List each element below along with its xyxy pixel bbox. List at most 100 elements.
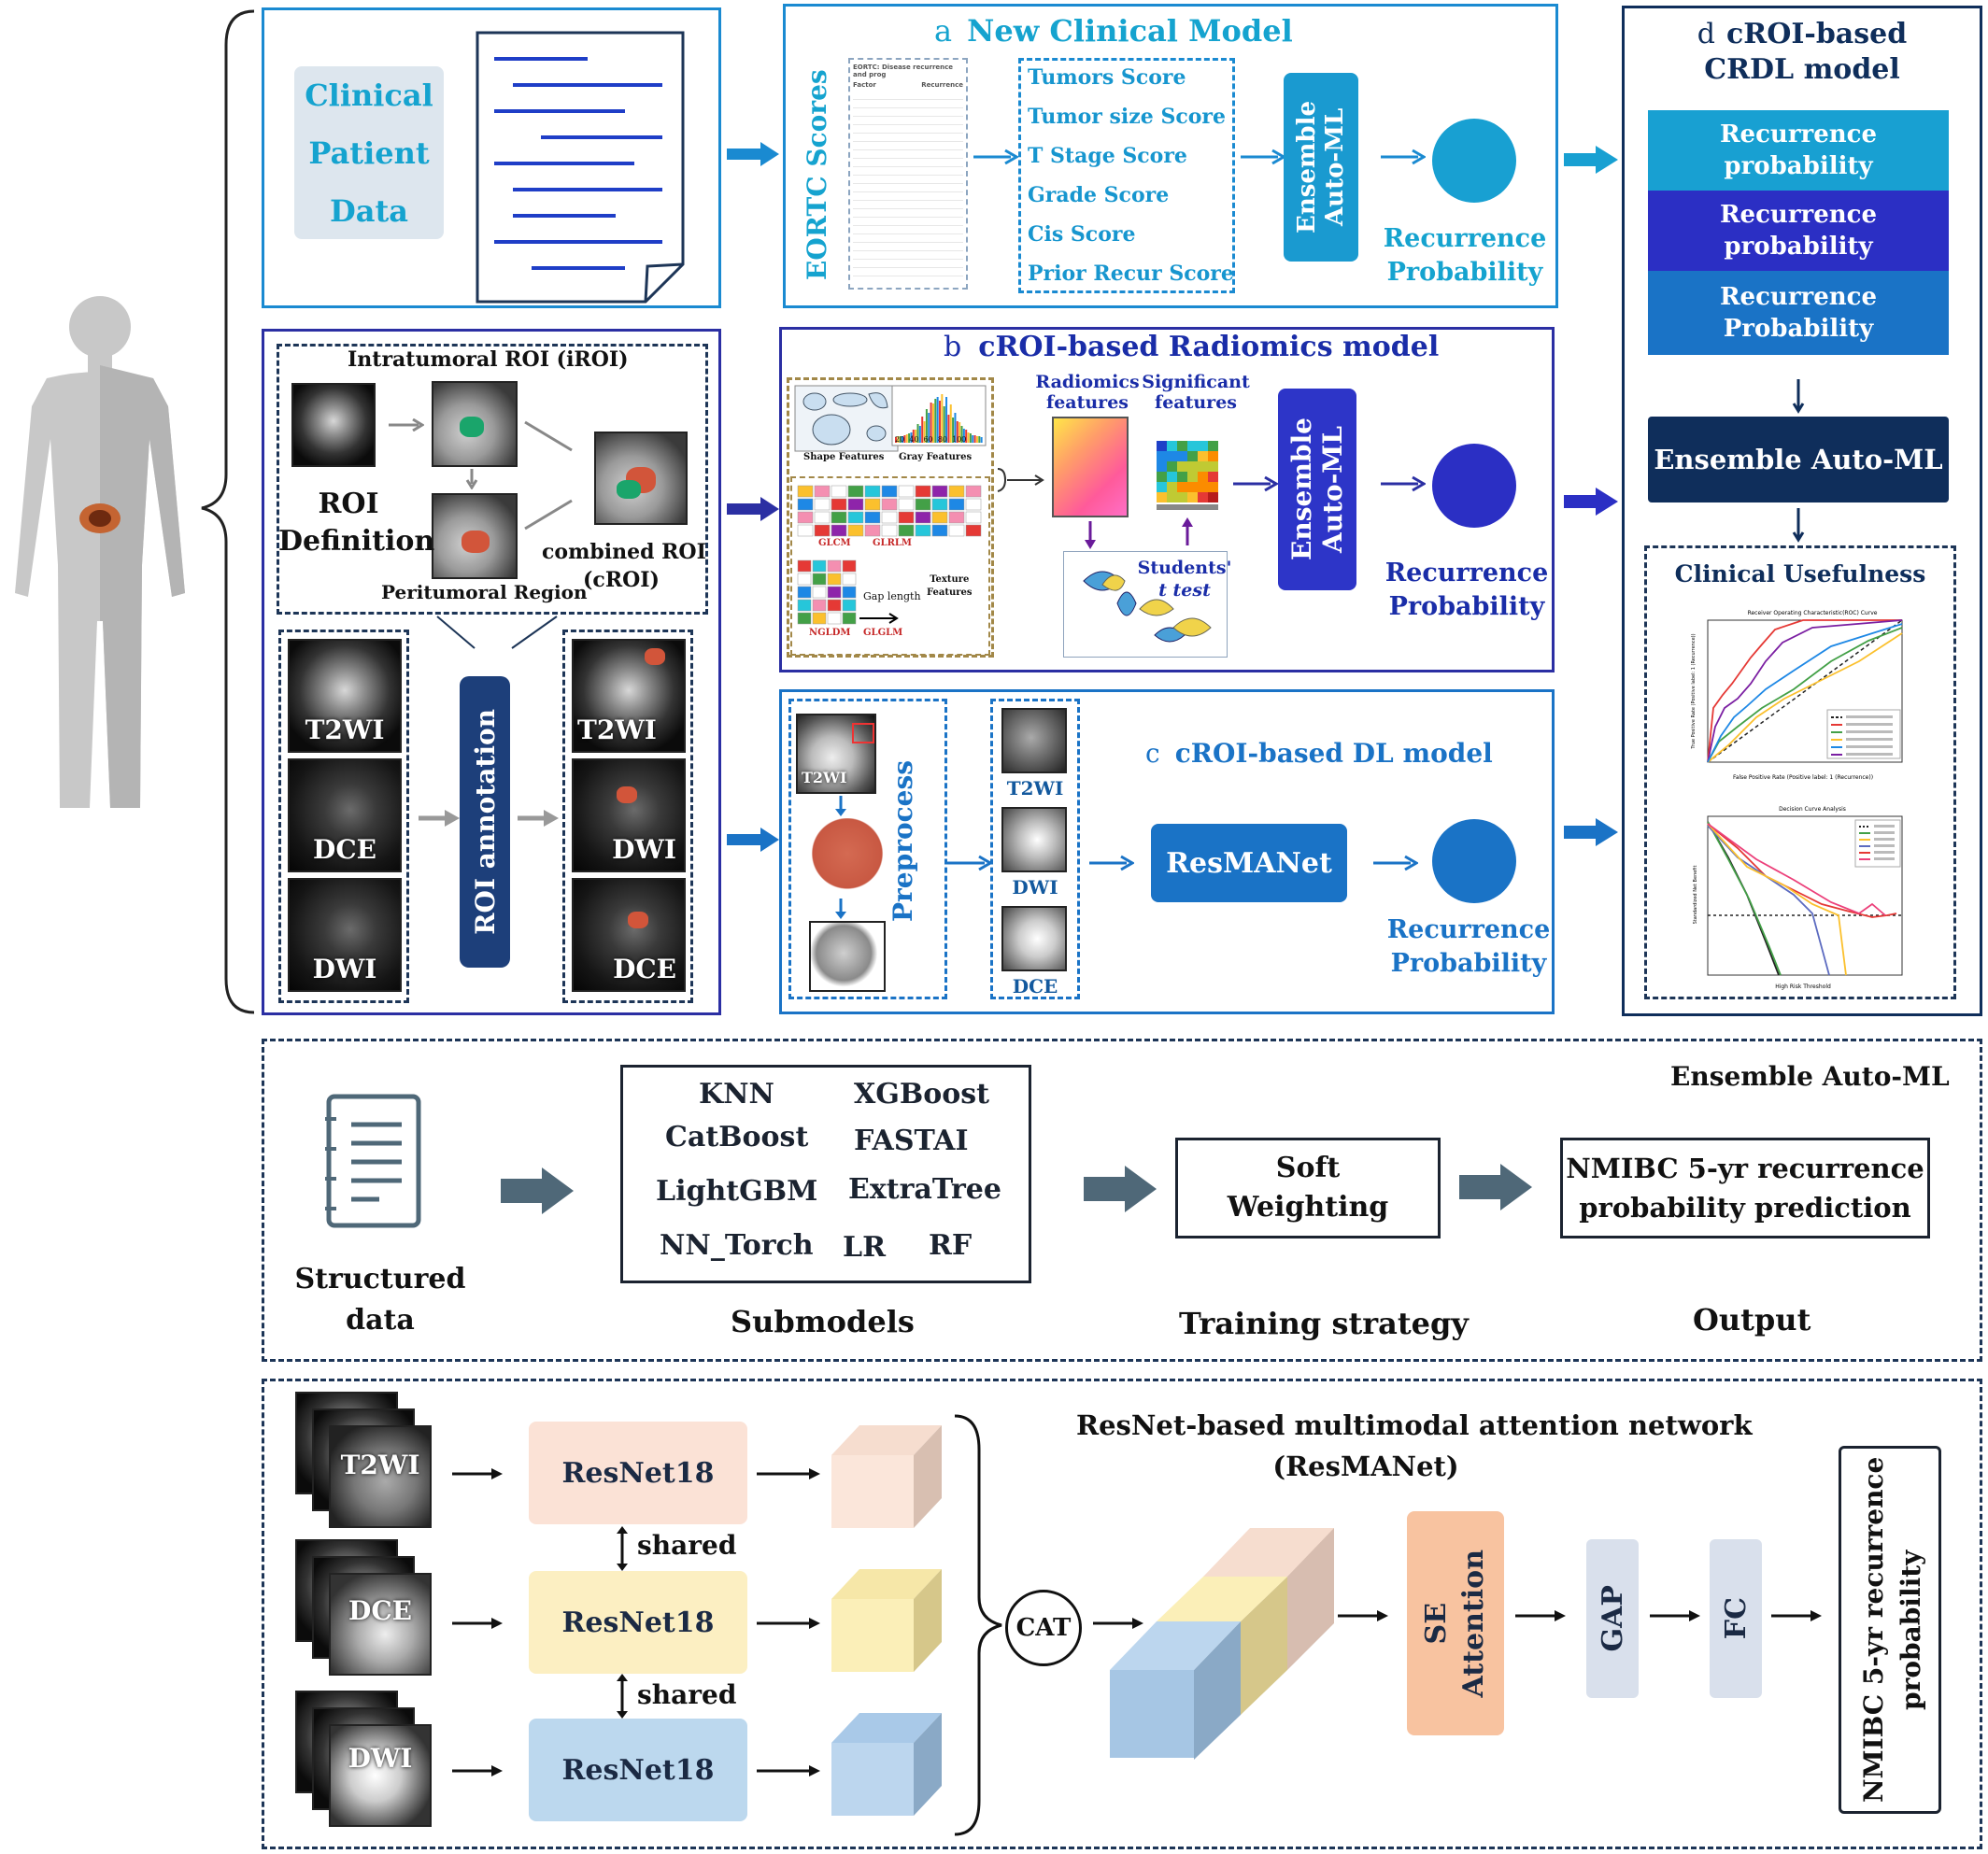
texture-cell: [965, 498, 982, 511]
texture-cell: [831, 511, 847, 524]
human-body-icon: [15, 296, 185, 808]
submodel-item: RF: [929, 1229, 973, 1262]
mri-image: DCE: [572, 878, 686, 992]
texture-cell: [931, 498, 948, 511]
eortc-scores-label: EORTC Scores: [802, 69, 832, 280]
texture-cell: [965, 485, 982, 498]
histogram-bar: [967, 432, 970, 443]
feature-cuboid-dwi: [831, 1713, 942, 1816]
mri-image: DWI: [572, 758, 686, 872]
texture-cell: [881, 485, 898, 498]
iroi-zoom-image: [432, 381, 518, 467]
heatmap-cell: [1177, 451, 1187, 461]
histogram-bar: [969, 433, 972, 443]
arrow-right-icon: [1564, 488, 1618, 516]
dce-crop-image: [1001, 906, 1067, 971]
heatmap-cell: [1157, 492, 1167, 502]
arrow-up-icon: [1182, 517, 1193, 545]
submodel-item: NN_Torch: [660, 1229, 814, 1262]
histogram-bar: [965, 430, 968, 443]
arrow-right-icon: [452, 1468, 503, 1479]
resnet18-block-dwi: ResNet18: [529, 1719, 747, 1821]
texture-cell: [797, 498, 814, 511]
peritumoral-label: Peritumoral Region: [381, 581, 588, 603]
histogram-bar: [947, 415, 950, 443]
heatmap-cell: [1208, 482, 1218, 492]
texture-cell: [842, 612, 857, 625]
heatmap-cell: [1187, 441, 1198, 451]
arrow-right-icon: [1564, 818, 1618, 846]
heatmap-cell: [1177, 472, 1187, 482]
arrow-right-icon: [1459, 1164, 1532, 1210]
heatmap-cell: [1157, 482, 1167, 492]
histogram-bar: [958, 422, 961, 443]
t2wi-preprocess-image: T2WI: [796, 714, 876, 794]
heatmap-cell: [1208, 472, 1218, 482]
arrow-right-icon: [1089, 855, 1134, 871]
texture-cell: [898, 524, 915, 537]
heatmap-cell: [1167, 441, 1177, 451]
shared-label: shared: [637, 1530, 737, 1561]
iroi-raw-image: [291, 383, 376, 467]
heatmap-cell: [1167, 472, 1177, 482]
heatmap-cell: [1177, 492, 1187, 502]
roc-ylabel: True Positive Rate (Positive label: 1 (R…: [1691, 633, 1697, 749]
arrow-down-icon: [1085, 521, 1096, 549]
decision-curve-chart: Decision Curve Analysis High Risk Thresh…: [1693, 806, 1903, 990]
texture-cell: [842, 573, 857, 586]
output-label: Output: [1693, 1302, 1811, 1337]
texture-cell: [931, 524, 948, 537]
mri-image: T2WI: [572, 639, 686, 753]
dca-title: Decision Curve Analysis: [1779, 806, 1846, 813]
texture-cell: [831, 524, 847, 537]
dwi-input-image: DWI: [329, 1724, 432, 1827]
heatmap-cell: [1208, 441, 1218, 451]
histogram-bar: [943, 406, 945, 443]
histogram-bar: [949, 404, 952, 443]
panel-a-automl-block: Ensemble Auto-ML: [1284, 73, 1358, 262]
histogram-bar: [972, 435, 974, 443]
submodel-item: LR: [843, 1231, 887, 1264]
mod-label: DWI: [1012, 876, 1058, 899]
histogram-bar: [973, 435, 976, 443]
histogram-bar: [980, 437, 983, 443]
histogram-bar: [939, 401, 941, 443]
modality-crops-box: [990, 699, 1080, 999]
heatmap-cell: [1198, 441, 1208, 451]
texture-cell: [898, 511, 915, 524]
texture-cell: [881, 511, 898, 524]
histogram-bar: [925, 409, 928, 443]
score-item: T Stage Score: [1028, 144, 1187, 168]
radiomics-feature-matrix: [1052, 417, 1129, 517]
texture-cell: [814, 485, 831, 498]
texture-cell: [931, 485, 948, 498]
arrow-right-icon: [1233, 475, 1278, 492]
gray-features-label: Gray Features: [899, 452, 973, 462]
heatmap-cell: [1167, 492, 1177, 502]
preprocess-box: [788, 699, 947, 999]
texture-cell: [827, 573, 842, 586]
texture-cell: [881, 524, 898, 537]
panel-c-dl-model: [779, 689, 1555, 1014]
document-icon: [476, 31, 685, 304]
texture-cell: [797, 485, 814, 498]
texture-cell: [797, 524, 814, 537]
croi-label: combined ROI(cROI): [542, 540, 706, 592]
heatmap-cell: [1208, 461, 1218, 472]
t2wi-input-image: T2WI: [329, 1425, 432, 1528]
preprocess-label: Preprocess: [888, 759, 918, 922]
glrlm-label: GLRLM: [873, 538, 912, 548]
histogram-bar: [930, 403, 932, 443]
feature-cuboid-dce: [831, 1569, 942, 1672]
cat-node: CAT: [1005, 1590, 1082, 1666]
histogram-bar: [936, 397, 939, 443]
arrow-right-icon: [1093, 1618, 1143, 1629]
heatmap-cell: [1198, 461, 1208, 472]
submodels-box: [620, 1065, 1031, 1283]
histogram-bar: [934, 399, 937, 443]
histogram-bar: [908, 433, 911, 443]
histogram-bar: [910, 432, 913, 443]
